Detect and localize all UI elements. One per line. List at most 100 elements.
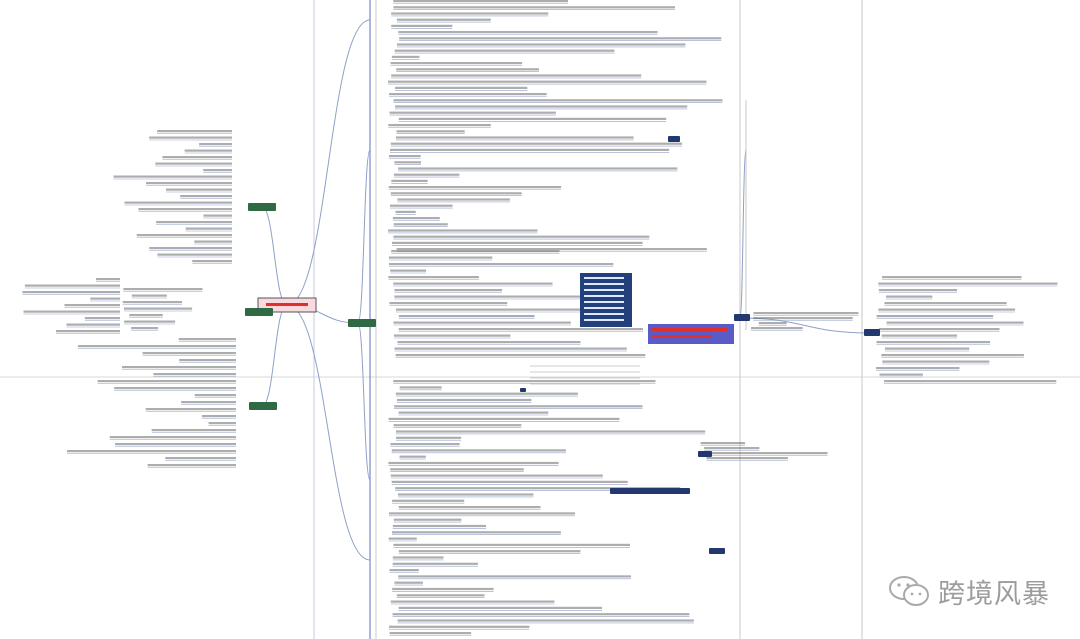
sub-topic-node[interactable]	[610, 488, 690, 494]
node-text-line	[153, 373, 236, 376]
node-text-line	[165, 188, 232, 191]
node-text-line	[24, 284, 121, 287]
node-text-line	[392, 562, 478, 565]
node-text-line	[391, 250, 560, 253]
node-text-line	[392, 556, 444, 559]
node-text-line	[393, 0, 568, 3]
callout-note-box[interactable]	[580, 273, 632, 327]
node-text-line	[78, 345, 236, 348]
branch-node[interactable]	[248, 203, 276, 211]
node-text-line	[758, 322, 787, 325]
node-text-line	[878, 282, 1058, 285]
node-text-line	[399, 37, 722, 40]
node-text-line	[121, 366, 236, 369]
node-text-line	[394, 347, 627, 350]
node-text-line	[395, 430, 706, 433]
branch-node[interactable]	[348, 319, 376, 327]
connector-line	[261, 304, 288, 407]
node-text-line	[398, 315, 535, 318]
node-text-line	[388, 80, 707, 83]
node-text-line	[115, 443, 236, 446]
node-text-line	[397, 341, 581, 344]
connector-line	[286, 19, 371, 306]
node-text-line	[753, 317, 853, 320]
node-text-line	[398, 550, 581, 553]
node-text-line	[388, 155, 421, 158]
node-text-line	[396, 43, 686, 46]
node-text-line	[393, 543, 631, 546]
highlight-note-box[interactable]	[648, 324, 734, 344]
node-text-line	[123, 307, 193, 310]
node-text-line	[398, 606, 603, 609]
node-text-line	[876, 341, 991, 344]
node-text-line	[184, 149, 232, 152]
node-text-line	[388, 276, 479, 279]
node-text-line	[394, 405, 643, 408]
node-text-line	[392, 241, 643, 244]
callout-note-text	[584, 313, 624, 315]
node-text-line	[398, 31, 658, 34]
sub-topic-node[interactable]	[520, 388, 526, 392]
node-text-line	[113, 175, 232, 178]
branch-node[interactable]	[249, 402, 277, 410]
sub-topic-node[interactable]	[864, 329, 880, 336]
node-text-line	[90, 297, 120, 300]
node-text-line	[388, 417, 620, 420]
node-text-line	[396, 594, 485, 597]
sub-topic-node[interactable]	[734, 314, 750, 321]
node-text-line	[395, 86, 528, 89]
node-text-line	[203, 169, 232, 172]
node-text-line	[398, 411, 549, 414]
node-text-line	[393, 235, 650, 238]
node-text-line	[396, 68, 540, 71]
node-text-line	[129, 314, 163, 317]
node-text-line	[395, 487, 681, 490]
connector-line	[261, 206, 288, 306]
node-text-line	[392, 499, 465, 502]
node-text-line	[114, 387, 236, 390]
node-text-line	[753, 312, 859, 315]
node-text-line	[391, 449, 566, 452]
node-text-line	[750, 327, 803, 330]
callout-note-text	[584, 301, 624, 303]
node-text-lines	[22, 0, 1058, 636]
watermark: 跨境风暴	[888, 572, 1050, 611]
node-text-line	[138, 208, 232, 211]
node-text-line	[180, 195, 232, 198]
node-text-line	[393, 223, 448, 226]
callout-note-text	[584, 307, 624, 309]
sub-topic-node[interactable]	[668, 136, 680, 142]
node-text-line	[399, 455, 426, 458]
node-text-line	[95, 278, 120, 281]
node-text-line	[395, 308, 625, 311]
node-text-line	[393, 518, 462, 521]
branch-node[interactable]	[245, 308, 273, 316]
node-text-line	[64, 304, 120, 307]
node-text-line	[145, 182, 232, 185]
node-text-line	[66, 323, 120, 326]
node-text-line	[391, 531, 561, 534]
node-text-line	[879, 373, 923, 376]
node-text-line	[162, 156, 232, 159]
node-text-line	[66, 450, 236, 453]
node-text-line	[391, 12, 549, 15]
mindmap-nodes[interactable]	[245, 136, 880, 554]
sub-topic-node[interactable]	[698, 451, 712, 457]
node-text-line	[391, 480, 628, 483]
node-text-line	[145, 408, 236, 411]
node-text-line	[395, 210, 416, 213]
node-text-line	[192, 260, 232, 263]
wechat-icon	[889, 575, 929, 606]
node-text-line	[389, 302, 508, 305]
node-text-line	[398, 167, 678, 170]
node-text-line	[397, 493, 534, 496]
node-text-line	[390, 142, 683, 145]
node-text-line	[390, 148, 670, 151]
node-text-line	[185, 227, 232, 230]
sub-topic-node[interactable]	[709, 548, 725, 554]
node-text-line	[395, 392, 578, 395]
node-text-line	[392, 524, 487, 528]
node-text-line	[390, 192, 522, 195]
node-text-line	[97, 380, 236, 383]
